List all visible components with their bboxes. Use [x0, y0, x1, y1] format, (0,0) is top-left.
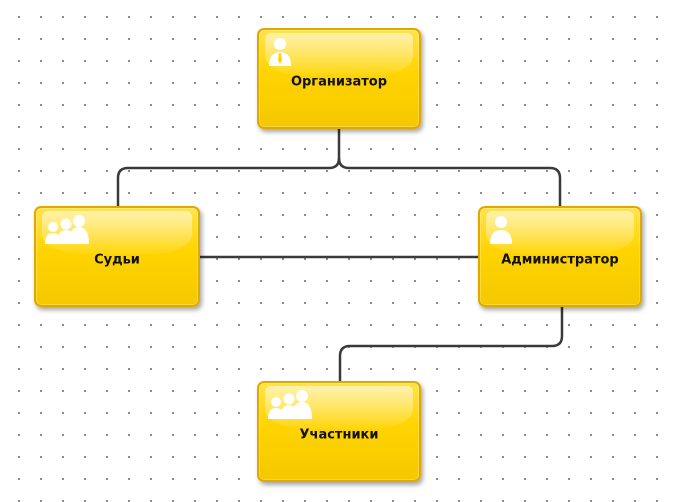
group-icon: [45, 215, 89, 244]
node-label: Администратор: [501, 252, 619, 267]
person-icon: [490, 216, 512, 244]
group-icon: [268, 390, 312, 419]
connector-organizer-admin: [337, 157, 562, 206]
node-label: Организатор: [290, 74, 388, 89]
node-admin[interactable]: Администратор: [478, 206, 642, 307]
connector-admin-participants: [338, 307, 564, 381]
person-icon: [269, 38, 291, 66]
connector-organizer-judges: [116, 129, 341, 206]
node-label: Судьи: [94, 252, 140, 267]
node-judges[interactable]: Судьи: [34, 206, 200, 307]
node-label: Участники: [299, 427, 379, 442]
node-participants[interactable]: Участники: [257, 381, 421, 482]
node-organizer[interactable]: Организатор: [257, 28, 421, 129]
